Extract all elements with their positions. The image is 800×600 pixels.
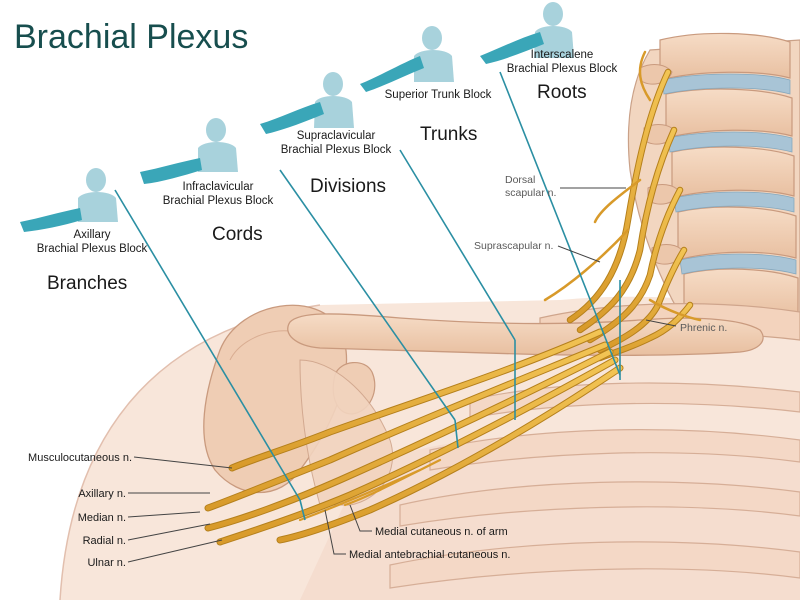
label-medial-antebrachial: Medial antebrachial cutaneous n. <box>349 549 510 561</box>
block-axillary-line1: Axillary <box>73 229 110 241</box>
block-infraclavicular-line2: Brachial Plexus Block <box>163 195 274 207</box>
patient-figure-superior-trunk <box>360 26 454 92</box>
level-roots: Roots <box>537 82 587 103</box>
diagram-title: Brachial Plexus <box>14 18 248 56</box>
block-axillary-line2: Brachial Plexus Block <box>37 243 148 255</box>
block-interscalene-line1: Interscalene <box>531 49 594 61</box>
label-ulnar-nerve: Ulnar n. <box>87 557 126 569</box>
level-cords: Cords <box>212 224 263 245</box>
patient-figure-interscalene <box>480 2 574 64</box>
label-suprascapular: Suprascapular n. <box>474 240 553 252</box>
patient-figure-infraclavicular <box>140 118 238 184</box>
label-musculocutaneous: Musculocutaneous n. <box>28 452 132 464</box>
brachial-plexus-nerves <box>204 50 702 546</box>
block-superior-trunk: Superior Trunk Block <box>385 89 492 101</box>
label-leader-lines <box>127 187 677 563</box>
block-supraclavicular-line2: Brachial Plexus Block <box>281 144 392 156</box>
level-divisions: Divisions <box>310 176 386 197</box>
branch-labels: Musculocutaneous n. Axillary n. Median n… <box>28 452 510 569</box>
level-trunks: Trunks <box>420 124 477 145</box>
block-interscalene-line2: Brachial Plexus Block <box>507 63 618 75</box>
patient-figure-supraclavicular <box>260 72 354 134</box>
label-radial-nerve: Radial n. <box>83 535 126 547</box>
ribs <box>389 382 800 589</box>
label-median-nerve: Median n. <box>78 512 126 524</box>
label-dorsal-scapular-line1: Dorsal <box>505 174 535 186</box>
block-supraclavicular-line1: Supraclavicular <box>297 130 376 142</box>
label-phrenic: Phrenic n. <box>680 322 727 334</box>
anatomy-labels: Dorsal scapular n. Suprascapular n. Phre… <box>474 174 727 334</box>
label-medial-cutaneous-arm: Medial cutaneous n. of arm <box>375 526 508 538</box>
patient-figure-axillary <box>20 168 118 232</box>
level-labels: Roots Trunks Divisions Cords Branches <box>47 82 587 294</box>
block-needle-lines <box>114 71 621 521</box>
block-labels: Interscalene Brachial Plexus Block Super… <box>37 49 618 255</box>
label-axillary-nerve: Axillary n. <box>78 488 126 500</box>
block-infraclavicular-line1: Infraclavicular <box>183 181 254 193</box>
level-branches: Branches <box>47 273 127 294</box>
cervical-spine <box>627 32 800 331</box>
label-dorsal-scapular-line2: scapular n. <box>505 187 556 199</box>
